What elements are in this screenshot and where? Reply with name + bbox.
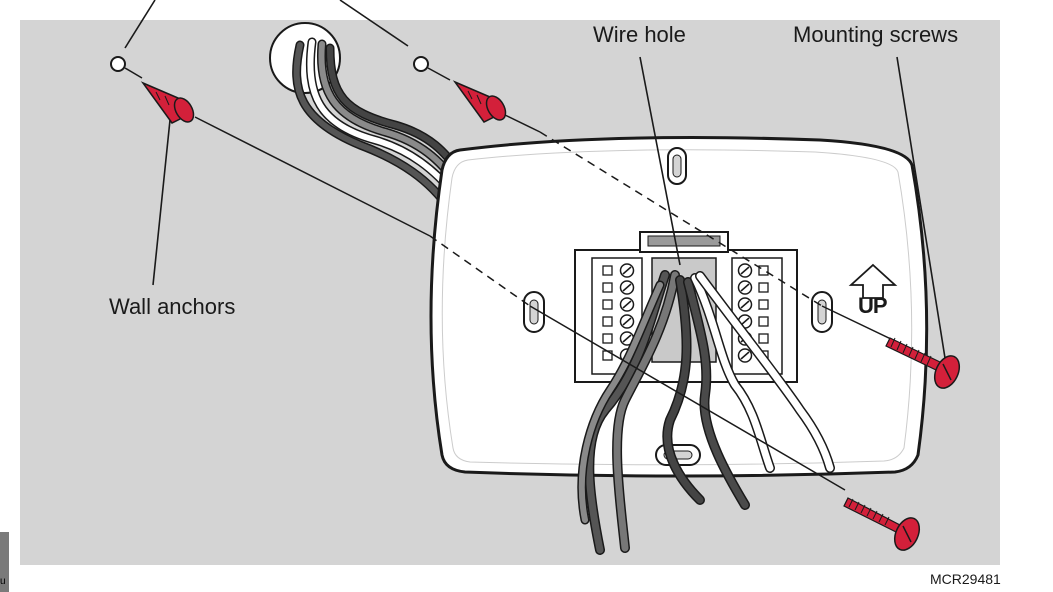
- terminal-square: [758, 333, 769, 344]
- wall-anchors-leader: [152, 119, 171, 286]
- terminal-square: [758, 265, 769, 276]
- terminal-square: [758, 316, 769, 327]
- terminal-screw-slot: [740, 283, 750, 292]
- terminal-screw-slot: [622, 317, 632, 326]
- terminal-screw-slot: [622, 266, 632, 275]
- up-arrow-icon: [848, 263, 898, 299]
- wire-hole-leader: [639, 56, 681, 266]
- terminal-screw-slot: [622, 300, 632, 309]
- mounting-screw-right: [885, 337, 961, 389]
- terminal-screw-slot: [740, 351, 750, 360]
- wall-hole-left: [110, 56, 126, 72]
- wall-anchor-left: [140, 81, 195, 124]
- page-edge-tab: [0, 532, 9, 592]
- wire-bundle-upper: [292, 37, 467, 215]
- leader-line-top-middle: [339, 0, 409, 47]
- terminal-square: [602, 316, 613, 327]
- wall-anchors-label: Wall anchors: [109, 294, 236, 319]
- mounting-screws-leader: [896, 56, 946, 359]
- terminal-screw-slot: [740, 317, 750, 326]
- terminal-square: [758, 299, 769, 310]
- terminal-screw-slot: [622, 334, 632, 343]
- page-edge-letter: u: [0, 576, 6, 587]
- terminal-screw-slot: [740, 300, 750, 309]
- terminal-square: [602, 299, 613, 310]
- mounting-screw-bottom: [843, 497, 921, 551]
- terminal-screw-slot: [622, 283, 632, 292]
- up-label: UP: [858, 293, 888, 318]
- terminal-square: [602, 333, 613, 344]
- leader-line-top-left: [124, 0, 156, 49]
- terminal-square: [758, 282, 769, 293]
- terminal-screw-slot: [740, 266, 750, 275]
- terminal-square: [602, 265, 613, 276]
- figure-code: MCR29481: [930, 571, 1001, 587]
- alignment-lines: [194, 114, 894, 491]
- mounting-screws-label: Mounting screws: [793, 22, 959, 47]
- wall-hole-right: [413, 56, 429, 72]
- wall-anchor-right: [452, 80, 507, 123]
- wire-hole-label: Wire hole: [593, 22, 686, 47]
- terminal-square: [602, 282, 613, 293]
